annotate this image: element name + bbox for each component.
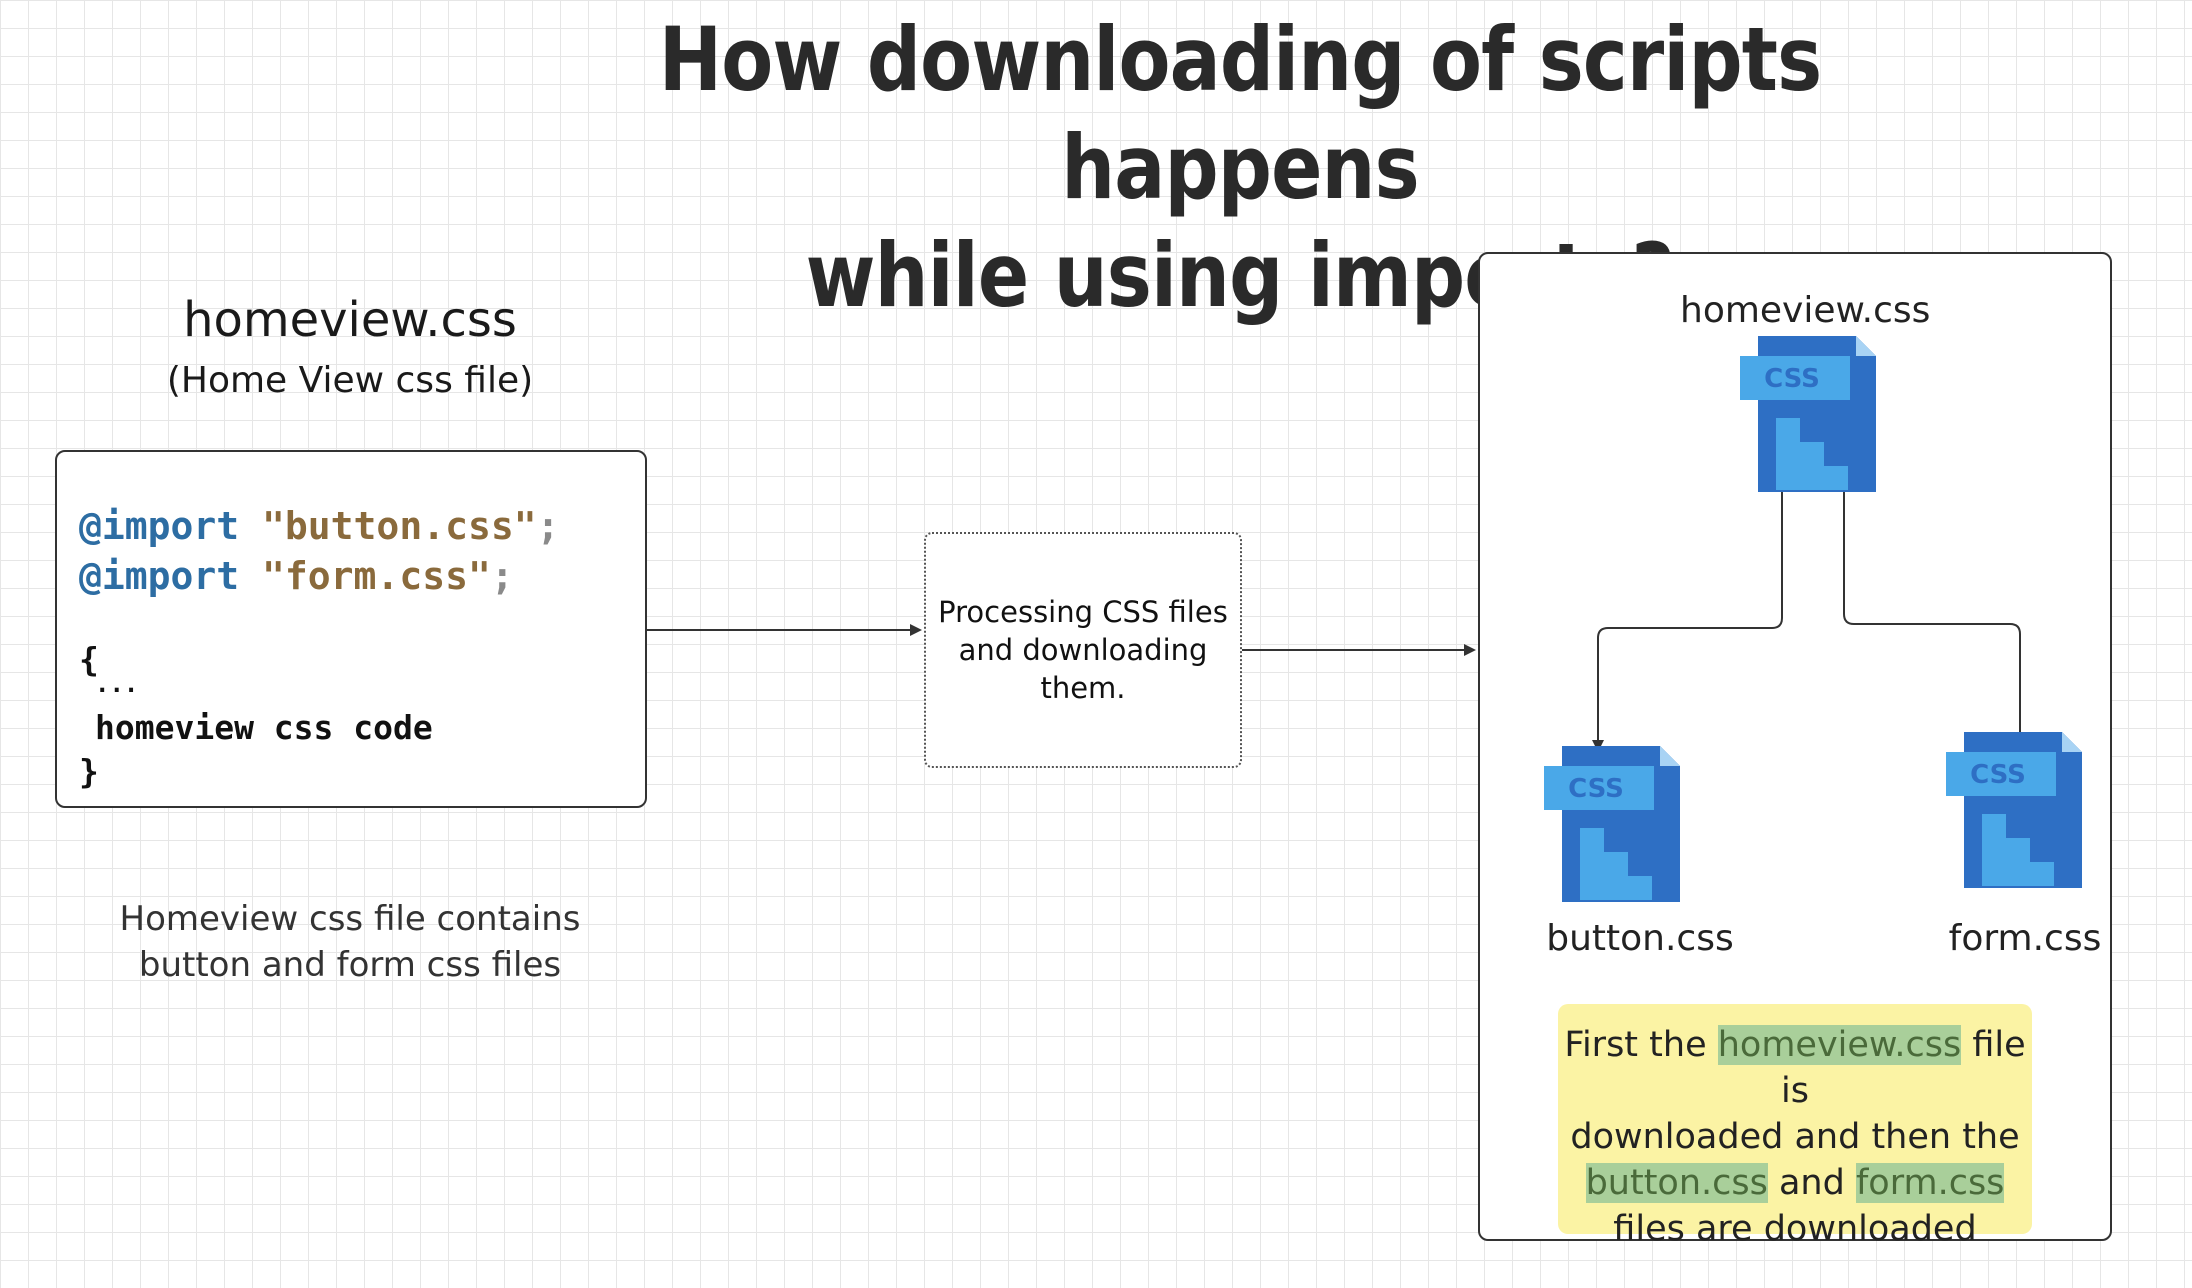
process-box: Processing CSS files and downloading the… [924, 532, 1242, 768]
css-badge: CSS [1568, 774, 1624, 804]
highlight-button: button.css [1585, 1163, 1768, 1203]
caption-line-2: button and form css files [138, 945, 562, 985]
code-box: @import "button.css"; @import "form.css"… [55, 450, 647, 808]
note-text: First the [1564, 1025, 1718, 1065]
code-body: homeview css code [95, 708, 433, 747]
semicolon: ; [490, 554, 514, 598]
note-line-4: files are downloaded [1613, 1209, 1977, 1249]
process-line-2: and downloading them. [958, 633, 1208, 705]
open-brace: { [79, 640, 99, 679]
form-file-label: form.css [1948, 918, 2102, 959]
note-text: and [1767, 1163, 1856, 1203]
connector-to-form [1843, 490, 2026, 762]
connector-to-button [1592, 490, 1783, 752]
import-string: "form.css" [262, 554, 491, 598]
css-badge: CSS [1764, 364, 1820, 394]
source-subtitle: (Home View css file) [166, 360, 534, 401]
css-file-icon: CSS [1740, 336, 1876, 492]
import-keyword: @import [79, 504, 240, 548]
code-ellipsis: ... [95, 670, 139, 698]
source-caption: Homeview css file contains button and fo… [90, 896, 610, 988]
note-text: file is [1781, 1025, 2026, 1111]
title-line-1: How downloading of scripts happens [658, 8, 1822, 219]
highlight-homeview: homeview.css [1717, 1025, 1962, 1065]
caption-line-1: Homeview css file contains [119, 899, 581, 939]
note-line-1: First the homeview.css file is [1558, 1022, 2032, 1114]
note-line-2: downloaded and then the [1570, 1117, 2020, 1157]
note-line-3: button.css and form.css [1558, 1160, 2032, 1206]
css-file-icon: CSS [1544, 746, 1680, 902]
source-filename: homeview.css [183, 292, 517, 348]
import-line-1: @import "button.css"; [79, 504, 559, 548]
import-keyword: @import [79, 554, 240, 598]
css-file-icon: CSS [1946, 732, 2082, 888]
root-file-label: homeview.css [1680, 290, 1931, 331]
import-line-2: @import "form.css"; [79, 554, 514, 598]
import-string: "button.css" [262, 504, 537, 548]
button-file-label: button.css [1546, 918, 1734, 959]
process-line-1: Processing CSS files [938, 595, 1228, 629]
semicolon: ; [536, 504, 560, 548]
explanation-note: First the homeview.css file is downloade… [1558, 1004, 2032, 1249]
css-badge: CSS [1970, 760, 2026, 790]
close-brace: } [79, 752, 99, 791]
highlight-form: form.css [1855, 1163, 2005, 1203]
